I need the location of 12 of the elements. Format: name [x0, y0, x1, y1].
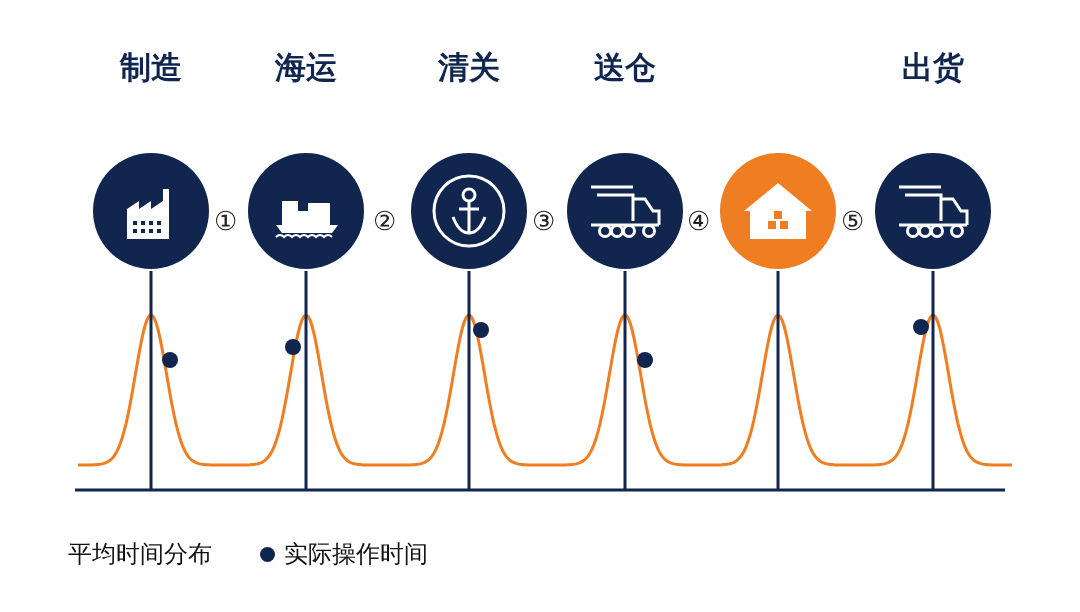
step-number: ①: [213, 206, 237, 236]
legend-label: 实际操作时间: [284, 539, 428, 570]
step-title: 海运: [274, 48, 338, 87]
step-title: 送仓: [593, 48, 657, 87]
step-number: ⑤: [840, 206, 864, 236]
step-title: 出货: [901, 48, 965, 87]
step-number: ②: [372, 206, 396, 236]
step-number: ④: [686, 206, 710, 236]
step-title: 制造: [118, 48, 183, 87]
step-title: 清关: [437, 48, 501, 87]
legend-label: 平均时间分布: [68, 539, 212, 570]
step-number: ③: [532, 206, 555, 236]
